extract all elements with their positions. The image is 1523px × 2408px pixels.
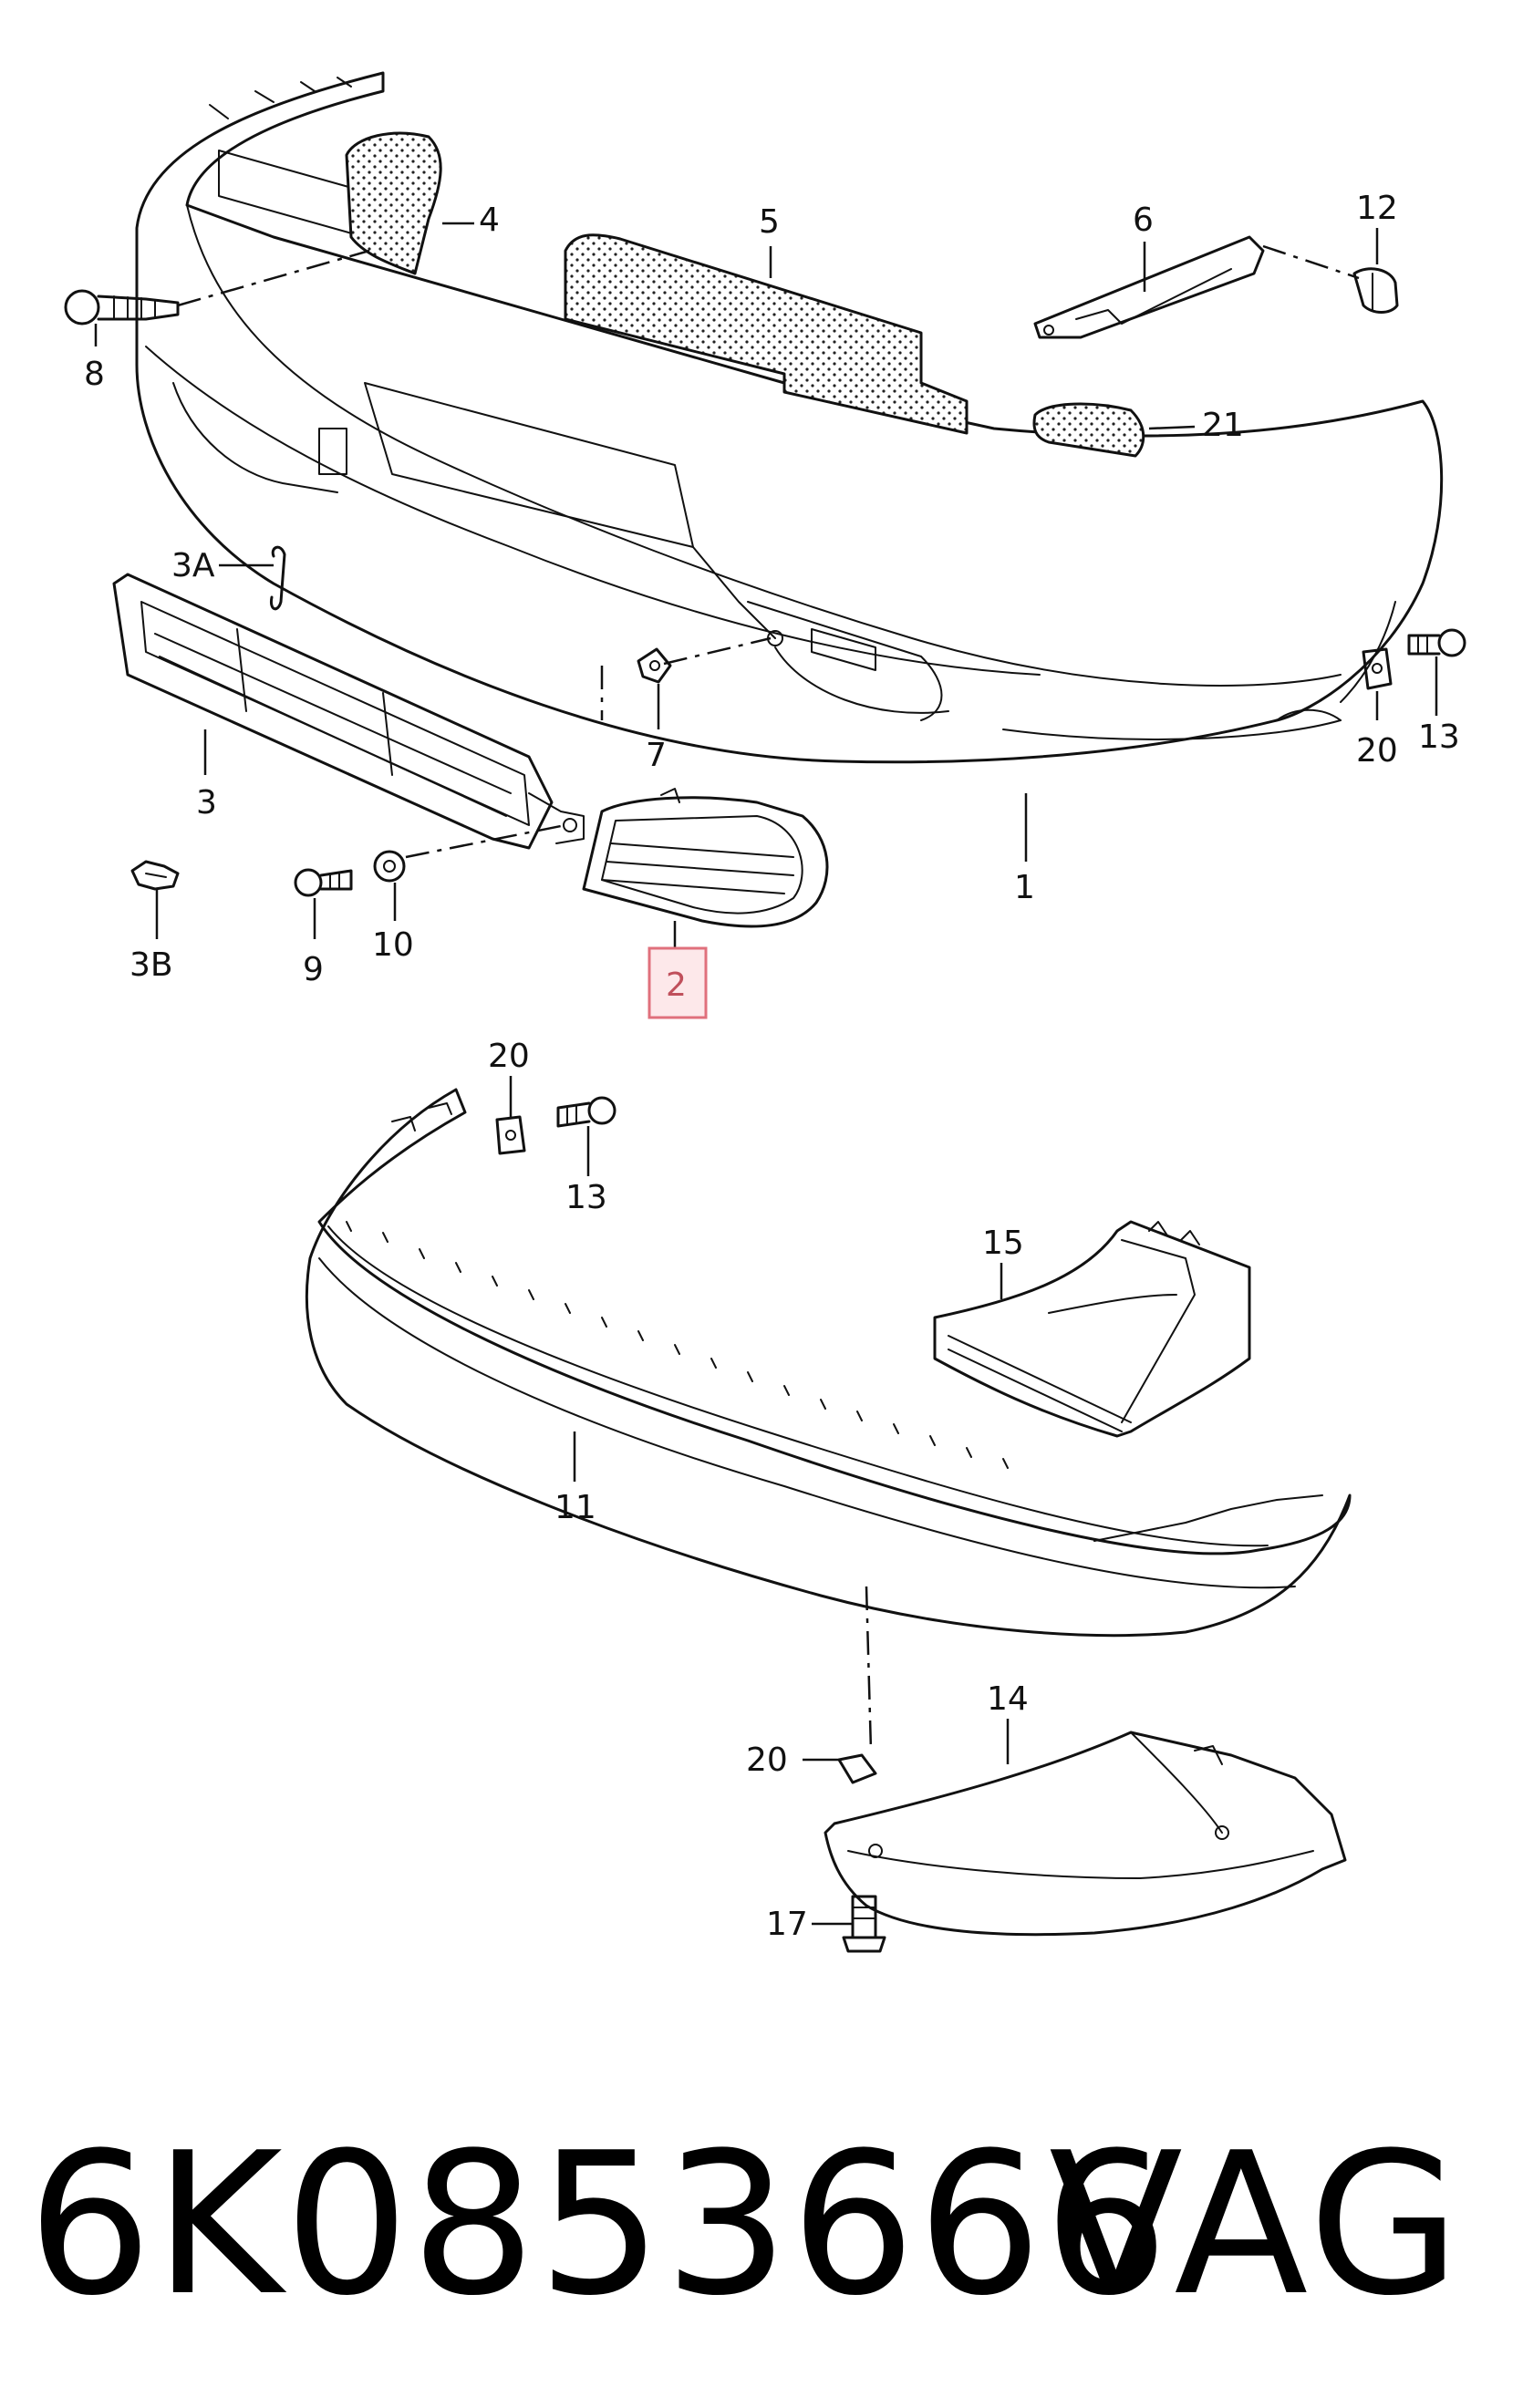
push-clip — [130, 860, 180, 891]
air-duct — [933, 1220, 1251, 1438]
callout-12: 12 — [1356, 190, 1398, 227]
nut-20-right — [1362, 647, 1393, 690]
callout-10: 10 — [372, 926, 414, 964]
lower-grille — [112, 573, 585, 850]
callout-21: 21 — [1202, 407, 1244, 444]
exploded-parts-diagram: 1 2 3 3A 3B 4 5 6 7 8 9 10 11 12 13 13 1… — [64, 71, 1466, 1953]
grille-insert — [582, 788, 829, 928]
callout-13-top: 13 — [1418, 718, 1460, 756]
foam-pad — [1032, 402, 1145, 458]
clip-nut — [1352, 267, 1399, 314]
screw-left — [64, 289, 180, 326]
callout-7: 7 — [646, 737, 667, 774]
callout-3b: 3B — [130, 946, 173, 984]
callout-13-mid: 13 — [565, 1179, 607, 1216]
nut-20-lower — [837, 1753, 877, 1784]
callout-17: 17 — [766, 1906, 808, 1943]
callout-6: 6 — [1133, 202, 1154, 239]
front-bumper-cover — [135, 71, 1444, 764]
callout-3a: 3A — [171, 547, 215, 584]
undertray — [824, 1731, 1347, 1937]
callout-2: 2 — [666, 966, 687, 1004]
foam-absorber-left — [345, 131, 442, 275]
screw-13-right — [1407, 628, 1466, 657]
callout-1: 1 — [1014, 869, 1035, 906]
callout-20-mid: 20 — [1356, 732, 1398, 770]
highlight-box-2 — [648, 946, 708, 1019]
brand-name: VAG — [1049, 2110, 1465, 2339]
rear-bumper-cover — [305, 1088, 1352, 1638]
bracket — [1033, 235, 1265, 339]
energy-absorber — [564, 233, 969, 435]
footer: 6K0853666 VAG — [0, 2088, 1523, 2361]
callout-15: 15 — [982, 1225, 1024, 1262]
callout-9: 9 — [303, 951, 324, 988]
nut-20-upper — [495, 1115, 526, 1155]
callout-11: 11 — [554, 1489, 596, 1526]
callout-8: 8 — [84, 356, 105, 393]
screw-9 — [294, 868, 353, 897]
callout-3: 3 — [196, 784, 217, 822]
part-number: 6K0853666 — [27, 2110, 1171, 2339]
wire-clip — [269, 545, 286, 611]
assembly-lines — [177, 244, 1360, 1752]
screw-13-mid — [556, 1096, 616, 1128]
clip-7 — [637, 647, 672, 684]
leader-lines — [94, 222, 1438, 1926]
callout-20-bot: 20 — [746, 1741, 788, 1779]
washer — [373, 850, 406, 883]
callout-20-top: 20 — [488, 1038, 530, 1075]
callout-4: 4 — [479, 202, 500, 239]
callout-5: 5 — [759, 203, 780, 241]
callout-14: 14 — [987, 1680, 1029, 1718]
